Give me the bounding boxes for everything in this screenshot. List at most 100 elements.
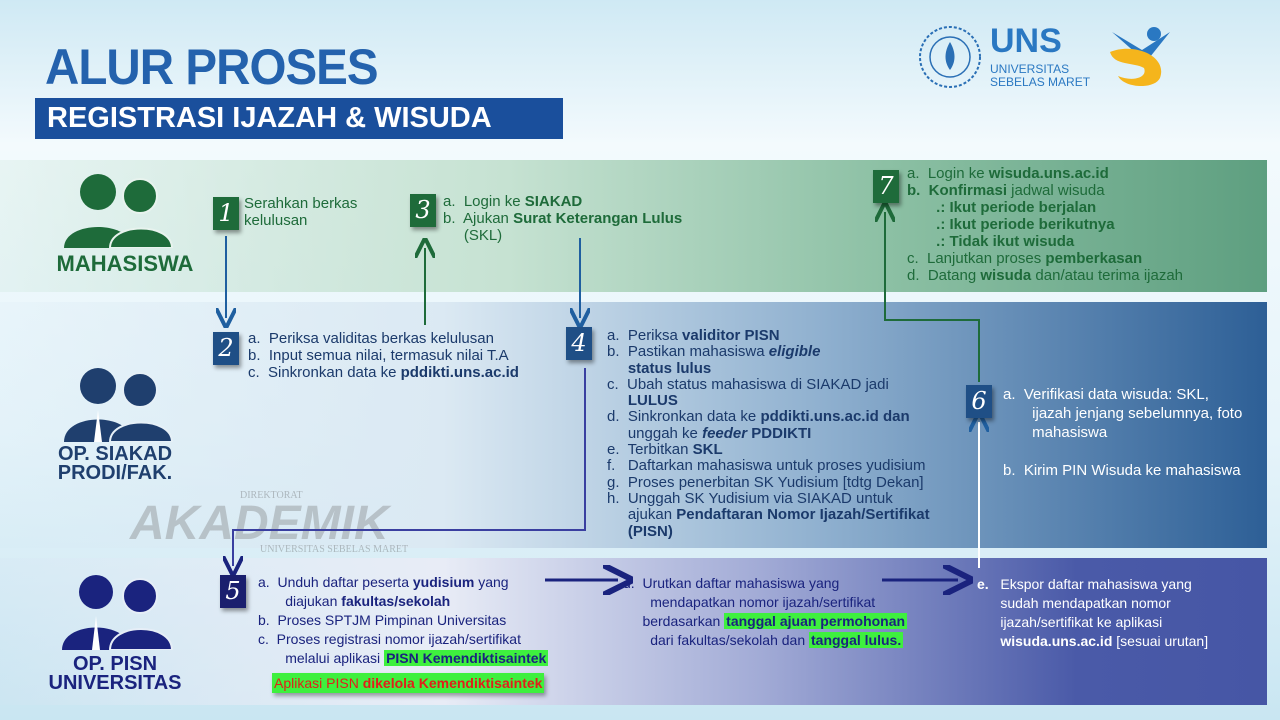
text-segment: (PISN) <box>627 522 673 540</box>
text-segment: mahasiswa <box>1003 424 1108 441</box>
text-segment: dikelola Kemendiktisaintek <box>362 675 543 691</box>
text-segment: melalui aplikasi <box>258 650 385 666</box>
text-segment <box>1003 443 1007 460</box>
text-segment: Ekspor daftar mahasiswa yang <box>988 576 1192 592</box>
step-6-badge: 6 <box>966 385 992 418</box>
text-segment: e. Terbitkan <box>607 441 693 459</box>
siakad-operator-lane <box>0 302 1267 548</box>
text-segment: ijazah/sertifikat ke aplikasi <box>977 614 1163 630</box>
text-segment: kelulusan <box>244 212 308 229</box>
text-segment: e. <box>977 576 989 592</box>
text-segment: wisuda.uns.ac.id <box>988 165 1109 182</box>
siakad-operator-people-icon <box>64 368 174 442</box>
step-line: e. Terbitkan SKL <box>607 441 930 459</box>
step-line <box>1003 442 1242 461</box>
step-line: g. Proses penerbitan SK Yudisium [tdtg D… <box>607 473 930 491</box>
uns-logo-line2: SEBELAS MARET <box>990 75 1091 89</box>
role-pisn-line2: UNIVERSITAS <box>48 672 182 694</box>
text-segment: f. Daftarkan mahasiswa untuk proses yudi… <box>607 457 926 475</box>
text-segment: dari fakultas/sekolah dan <box>623 632 809 648</box>
text-segment: jadwal wisuda <box>1007 182 1105 199</box>
text-segment: Aplikasi PISN <box>274 675 363 691</box>
step-line: wisuda.uns.ac.id [sesuai urutan] <box>977 632 1208 651</box>
watermark-main: AKADEMIK <box>130 497 389 550</box>
step-line: .: Ikut periode berjalan <box>907 199 1183 216</box>
step-line: b. Proses SPTJM Pimpinan Universitas <box>258 611 548 630</box>
text-segment: pddikti.uns.ac.id dan <box>760 408 910 426</box>
text-segment: [sesuai urutan] <box>1112 633 1209 649</box>
text-segment: b. Input semua nilai, termasuk nilai T.A <box>248 347 509 364</box>
pisn-operator-lane <box>0 558 1267 705</box>
step-line: d. Sinkronkan data ke pddikti.uns.ac.id … <box>607 409 930 425</box>
step-1-badge: 1 <box>213 197 239 230</box>
step-5-badge: 5 <box>220 575 246 608</box>
step-line: .: Tidak ikut wisuda <box>907 233 1183 250</box>
page-subtitle: REGISTRASI IJAZAH & WISUDA <box>35 98 563 139</box>
uns-logo-line1: UNIVERSITAS <box>990 62 1070 76</box>
uns-logo-name: UNS <box>990 22 1062 60</box>
text-segment: h. Unggah SK Yudisium via SIAKAD untuk <box>607 489 893 507</box>
step-line: .: Ikut periode berikutnya <box>907 216 1183 233</box>
text-segment: c. Sinkronkan data ke <box>248 364 401 381</box>
text-segment: .: Tidak ikut wisuda <box>907 233 1075 250</box>
step-line: h. Unggah SK Yudisium via SIAKAD untuk <box>607 489 930 507</box>
text-segment: .: Ikut periode berjalan <box>907 199 1097 216</box>
text-segment: d. Sinkronkan data ke <box>607 408 761 426</box>
text-segment: mendapatkan nomor ijazah/sertifikat <box>623 594 876 610</box>
text-segment: d. Datang <box>907 267 981 284</box>
step-line: melalui aplikasi PISN Kemendiktisaintek <box>258 649 549 668</box>
step-line: sudah mendapatkan nomor <box>977 594 1208 613</box>
text-segment: c. Ubah status mahasiswa di SIAKAD jadi <box>607 375 889 393</box>
step-line: LULUS <box>607 393 930 409</box>
text-segment: dan/atau terima ijazah <box>1031 267 1184 284</box>
role-siakad-line1: OP. SIAKAD <box>57 443 173 465</box>
step-line: Serahkan berkas <box>244 195 357 212</box>
step-line: b. Pastikan mahasiswa eligible <box>607 344 930 360</box>
text-segment: a. Unduh daftar peserta <box>258 574 413 590</box>
text-segment: status lulus <box>627 359 712 377</box>
text-segment: berdasarkan <box>623 613 725 629</box>
step-line: (PISN) <box>607 522 930 540</box>
mahasiswa-people-icon <box>64 174 174 248</box>
watermark-bottom: UNIVERSITAS SEBELAS MARET <box>260 544 409 555</box>
text-segment: b. Ajukan <box>443 210 514 227</box>
step-line: a. Login ke SIAKAD <box>443 193 682 210</box>
text-segment: yudisium <box>412 574 475 590</box>
step-7-badge: 7 <box>873 170 899 203</box>
pisn-operator-people-icon <box>62 575 174 650</box>
text-segment: yang <box>474 574 509 590</box>
step-line: dari fakultas/sekolah dan tanggal lulus. <box>623 631 907 650</box>
step-line: ijazah/sertifikat ke aplikasi <box>977 613 1208 632</box>
step-line: c. Lanjutkan proses pemberkasan <box>907 250 1183 267</box>
pisn-note-badge: Aplikasi PISN dikelola Kemendiktisaintek <box>272 673 545 693</box>
arrow-6-to-7 <box>885 212 980 382</box>
step-line: d. Urutkan daftar mahasiswa yang <box>623 574 907 593</box>
text-segment: Serahkan berkas <box>244 195 358 212</box>
text-segment: a. Periksa validitas berkas kelulusan <box>248 330 494 347</box>
role-mahasiswa: MAHASISWA <box>56 251 194 276</box>
step-4-badge: 4 <box>566 327 592 360</box>
text-segment: c. Proses registrasi nomor ijazah/sertif… <box>258 631 521 647</box>
text-segment: wisuda <box>980 267 1032 284</box>
uns-seal-logo <box>919 26 981 88</box>
text-segment: ajukan <box>607 506 677 524</box>
text-segment: fakultas/sekolah <box>341 593 451 609</box>
text-segment: d. Urutkan daftar mahasiswa yang <box>623 575 840 591</box>
step-line: mahasiswa <box>1003 423 1242 442</box>
step-6-text: a. Verifikasi data wisuda: SKL, ijazah j… <box>1003 385 1242 480</box>
text-segment: tanggal ajuan permohonan <box>724 613 908 629</box>
text-segment: tanggal lulus. <box>809 632 904 648</box>
text-segment: wisuda.uns.ac.id <box>1000 633 1113 649</box>
step-line: c. Proses registrasi nomor ijazah/sertif… <box>258 630 548 649</box>
text-segment <box>607 523 628 540</box>
step-line: a. Periksa validitas berkas kelulusan <box>248 330 519 347</box>
arrow-4-to-5 <box>233 368 586 566</box>
step-line: (SKL) <box>443 227 682 244</box>
text-segment: PISN Kemendiktisaintek <box>384 650 549 666</box>
step-line: f. Daftarkan mahasiswa untuk proses yudi… <box>607 458 930 474</box>
text-segment: g. Proses penerbitan SK Yudisium [tdtg D… <box>607 473 924 491</box>
step-line: b. Input semua nilai, termasuk nilai T.A <box>248 347 519 364</box>
